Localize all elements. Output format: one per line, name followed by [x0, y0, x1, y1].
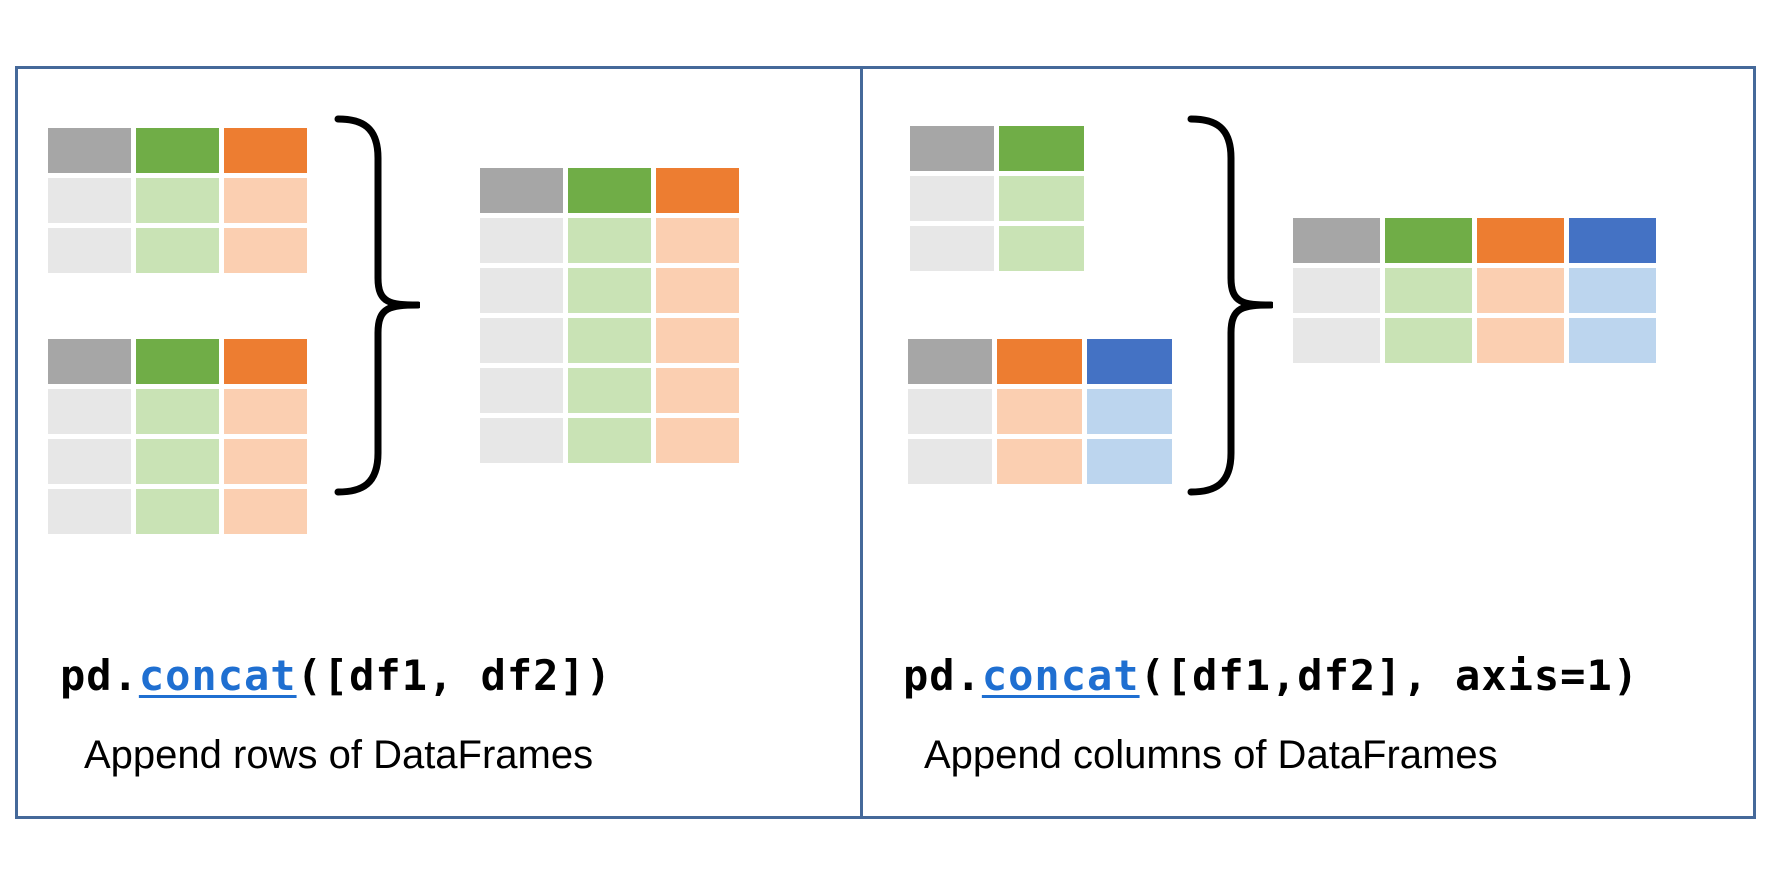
table-header-cell-orange [224, 128, 307, 173]
table-header-cell-gray [1293, 218, 1380, 263]
code-args: ([df1, df2]) [296, 651, 613, 700]
table-cell-orange [224, 228, 307, 273]
table-cell-gray [910, 226, 994, 271]
table-cell-gray [1293, 318, 1380, 363]
table-cell-gray [908, 439, 992, 484]
table-cell-gray [480, 268, 563, 313]
left-df2-table [48, 339, 307, 534]
table-cell-gray [48, 439, 131, 484]
table-header-cell-green [568, 168, 651, 213]
table-cell-orange [656, 218, 739, 263]
left-curly-brace [334, 115, 420, 496]
table-cell-green [568, 218, 651, 263]
left-result-table [480, 168, 739, 463]
right-df1-table [910, 126, 1084, 271]
table-header-cell-gray [48, 339, 131, 384]
table-header-cell-gray [480, 168, 563, 213]
table-cell-green [568, 418, 651, 463]
concat-function-link[interactable]: concat [138, 651, 297, 700]
table-cell-orange [224, 439, 307, 484]
table-cell-orange [224, 389, 307, 434]
table-cell-blue [1569, 268, 1656, 313]
table-cell-gray [480, 368, 563, 413]
right-panel-concat-columns: pd.concat([df1,df2], axis=1) Append colu… [863, 69, 1753, 816]
table-header-cell-orange [1477, 218, 1564, 263]
left-df1-table [48, 128, 307, 273]
table-cell-green [1385, 268, 1472, 313]
table-cell-green [999, 176, 1084, 221]
table-cell-gray [48, 489, 131, 534]
table-cell-gray [48, 178, 131, 223]
table-cell-orange [997, 439, 1082, 484]
right-result-table [1293, 218, 1656, 363]
diagram-frame [15, 66, 1756, 819]
table-cell-green [136, 439, 219, 484]
table-cell-blue [1569, 318, 1656, 363]
left-caption: Append rows of DataFrames [84, 733, 594, 777]
table-cell-gray [480, 218, 563, 263]
code-prefix: pd. [60, 651, 139, 700]
table-cell-green [568, 318, 651, 363]
table-cell-blue [1087, 389, 1172, 434]
table-cell-orange [1477, 318, 1564, 363]
table-cell-orange [656, 368, 739, 413]
table-header-cell-green [136, 128, 219, 173]
table-header-cell-blue [1569, 218, 1656, 263]
table-cell-gray [480, 318, 563, 363]
table-cell-gray [48, 389, 131, 434]
right-curly-brace [1187, 115, 1273, 496]
table-cell-green [136, 489, 219, 534]
table-cell-green [568, 268, 651, 313]
table-header-cell-orange [656, 168, 739, 213]
table-header-cell-green [136, 339, 219, 384]
table-cell-green [999, 226, 1084, 271]
code-args: ([df1,df2], axis=1) [1139, 651, 1640, 700]
table-cell-gray [910, 176, 994, 221]
table-header-cell-gray [910, 126, 994, 171]
table-header-cell-gray [48, 128, 131, 173]
table-cell-orange [656, 418, 739, 463]
table-cell-orange [224, 489, 307, 534]
table-cell-gray [480, 418, 563, 463]
table-cell-orange [656, 268, 739, 313]
table-cell-green [136, 228, 219, 273]
table-cell-gray [1293, 268, 1380, 313]
table-cell-gray [48, 228, 131, 273]
table-cell-orange [656, 318, 739, 363]
right-code-snippet: pd.concat([df1,df2], axis=1) [903, 651, 1639, 700]
table-cell-orange [1477, 268, 1564, 313]
right-caption: Append columns of DataFrames [924, 733, 1498, 777]
table-cell-orange [997, 389, 1082, 434]
table-cell-gray [908, 389, 992, 434]
panel-divider [860, 66, 863, 819]
code-prefix: pd. [903, 651, 982, 700]
table-header-cell-gray [908, 339, 992, 384]
table-header-cell-green [999, 126, 1084, 171]
table-cell-green [568, 368, 651, 413]
left-code-snippet: pd.concat([df1, df2]) [60, 651, 612, 700]
concat-function-link[interactable]: concat [981, 651, 1140, 700]
table-header-cell-orange [224, 339, 307, 384]
table-cell-orange [224, 178, 307, 223]
left-panel-concat-rows: pd.concat([df1, df2]) Append rows of Dat… [18, 69, 860, 816]
right-df2-table [908, 339, 1172, 484]
table-cell-green [136, 389, 219, 434]
table-cell-green [136, 178, 219, 223]
table-header-cell-green [1385, 218, 1472, 263]
table-cell-green [1385, 318, 1472, 363]
table-header-cell-orange [997, 339, 1082, 384]
table-header-cell-blue [1087, 339, 1172, 384]
table-cell-blue [1087, 439, 1172, 484]
